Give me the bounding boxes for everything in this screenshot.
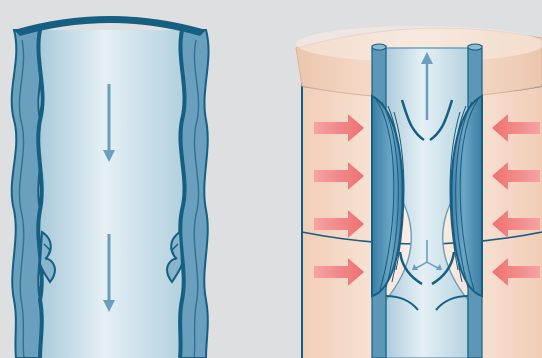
vein-lumen <box>38 30 184 358</box>
vein-wall-left <box>12 30 43 358</box>
muscle-pump-panel <box>296 26 542 358</box>
vein-section-panel <box>12 16 209 358</box>
